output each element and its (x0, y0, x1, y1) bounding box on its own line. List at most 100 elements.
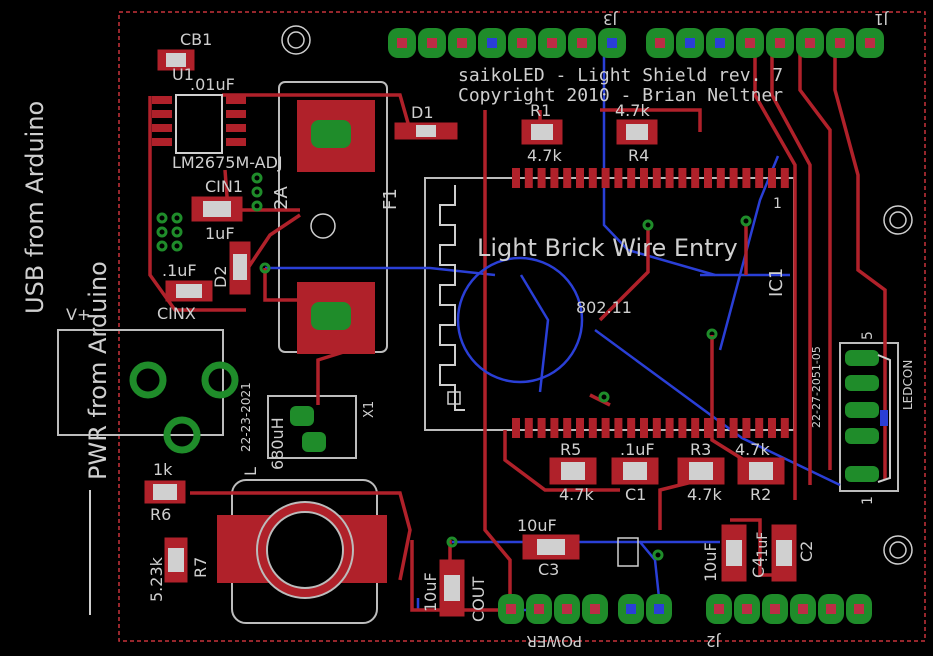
f1-name: F1 (380, 188, 401, 210)
ic1-pin (652, 418, 661, 438)
u1-name: U1 (172, 65, 194, 84)
r6-value: 1k (153, 460, 173, 479)
ic1-pin (640, 168, 648, 188)
ic1-pin (780, 418, 789, 438)
ic1-pin (524, 418, 533, 438)
cout-value: 10uF (421, 572, 440, 612)
ic1-pin (627, 168, 636, 188)
ic1-pin (563, 168, 572, 188)
ic1-pin (729, 168, 738, 188)
ic1-pin (742, 168, 751, 188)
c4-value: 10uF (701, 542, 720, 582)
vplus-label: V+ (66, 305, 90, 324)
ledcon-body (877, 354, 891, 483)
smd-inner (153, 53, 792, 601)
ic1-pin (755, 168, 764, 188)
ic1-pin (665, 418, 674, 438)
ic1-pin (588, 168, 597, 188)
ic1-pin (550, 168, 559, 188)
r3-value: 4.7k (687, 485, 722, 504)
ic1-pin (678, 418, 687, 438)
r5-value: 4.7k (559, 485, 594, 504)
ic1-pin (780, 168, 789, 188)
ic1-pin (537, 418, 546, 438)
l-name: L (241, 467, 260, 476)
ic1-pin (512, 418, 520, 438)
board-copyright: Copyright 2010 - Brian Neltner (458, 85, 783, 106)
board-outline (118, 11, 926, 642)
r2-name: R2 (750, 485, 771, 504)
r4-name: R4 (628, 146, 649, 165)
vias (156, 172, 752, 561)
c1-name: C1 (625, 485, 646, 504)
ledcon-part: 22-27-2051-05 (810, 346, 823, 428)
d1-name: D1 (411, 103, 434, 122)
ic1-pin (537, 168, 546, 188)
green-pads (129, 120, 879, 482)
ic1-pin (576, 418, 584, 438)
mounting-holes (281, 25, 913, 565)
ic1-pin (614, 418, 623, 438)
cin1-name: CIN1 (205, 177, 243, 196)
r7-value: 5.23k (147, 556, 166, 602)
ledcon-name: LEDCON (901, 360, 915, 410)
ic1-pin (716, 418, 725, 438)
ledcon-pin5: 5 (860, 331, 876, 340)
ic1-pin (691, 418, 700, 438)
header-j2 (706, 594, 872, 624)
l-value: 680uH (268, 417, 287, 470)
u1-value: LM2675M-ADJ (172, 153, 283, 172)
ic1-pin (640, 418, 648, 438)
pwr-label: PWR from Arduino (84, 261, 112, 480)
j1-label: J1 (874, 10, 889, 28)
header-j3 (388, 28, 626, 58)
ic1-pin-rows (512, 168, 789, 438)
j3-label: J3 (603, 10, 618, 28)
f1-value: 2A (271, 186, 292, 210)
r3-name: R3 (690, 440, 711, 459)
ic1-pin (768, 168, 776, 188)
ic1-pin (704, 168, 712, 188)
u2-chip (617, 537, 639, 567)
cinx-value: .1uF (162, 261, 197, 280)
ic1-pin (665, 168, 674, 188)
brick-label: Light Brick Wire Entry (477, 234, 738, 262)
ic1-pin1: 1 (773, 196, 782, 212)
x1-name: X1 (362, 401, 377, 418)
ic1-pin (576, 168, 584, 188)
ic1-body (439, 185, 584, 411)
c2-name: C2 (797, 541, 816, 562)
ic1-pin (601, 168, 610, 188)
ic1-pin (550, 418, 559, 438)
c3-name: C3 (538, 560, 559, 579)
r4-value: 4.7k (615, 101, 650, 120)
ic1-pin (704, 418, 712, 438)
ic1-pin (691, 168, 700, 188)
header-j1 (646, 28, 884, 58)
d2-name: D2 (211, 266, 230, 289)
c3-value: 10uF (517, 516, 557, 535)
board-title: saikoLED - Light Shield rev. 7 (458, 65, 783, 86)
ledcon-pin1: 1 (860, 496, 876, 505)
ic1-pin (652, 168, 661, 188)
ic1-pin (563, 418, 572, 438)
r2-value: 4.7k (735, 440, 770, 459)
ic1-pin (716, 168, 725, 188)
cin1-value: 1uF (205, 224, 235, 243)
ic1-name: IC1 (766, 268, 787, 297)
cb1-value: .01uF (190, 75, 235, 94)
c1-value: .1uF (620, 440, 655, 459)
c4-name: C4 (749, 557, 768, 578)
ic1-pin (601, 418, 610, 438)
cinx-name: CINX (157, 304, 196, 323)
l-part: 22-23-2021 (239, 382, 253, 452)
r1-value: 4.7k (527, 146, 562, 165)
ic1-pin (614, 168, 623, 188)
ic1-pin (627, 418, 636, 438)
ic1-pin (524, 168, 533, 188)
c2-value: .1uF (755, 532, 771, 562)
r1-name: R1 (530, 101, 551, 120)
ic1-pin (755, 418, 764, 438)
power-label: POWER (526, 632, 582, 650)
